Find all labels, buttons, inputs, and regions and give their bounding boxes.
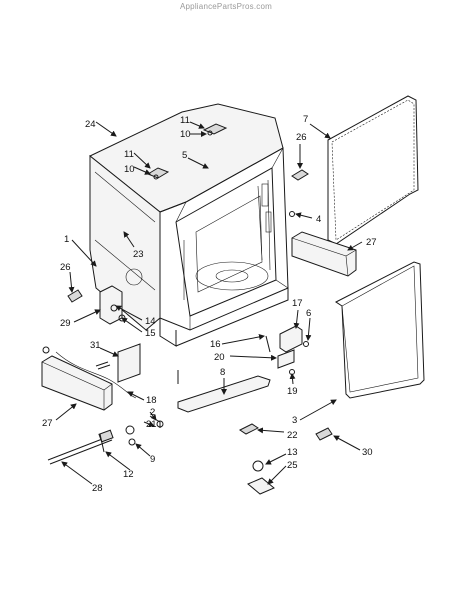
clip-part-26-left bbox=[67, 289, 83, 303]
bracket-part-17 bbox=[279, 325, 303, 353]
callout-4: 4 bbox=[316, 214, 321, 225]
watermark: AppliancePartsPros.com bbox=[180, 2, 272, 11]
callout-26-right: 26 bbox=[296, 132, 307, 143]
callout-9: 9 bbox=[150, 454, 155, 465]
callout-31: 31 bbox=[90, 340, 101, 351]
callout-15: 15 bbox=[145, 328, 156, 339]
callout-16: 16 bbox=[210, 339, 221, 350]
part-13 bbox=[252, 460, 264, 472]
callout-2: 2 bbox=[150, 407, 155, 418]
leader-lines bbox=[55, 121, 363, 485]
tub-side-seal bbox=[335, 261, 425, 399]
plate-part-20 bbox=[277, 349, 295, 369]
callout-26-left: 26 bbox=[60, 262, 71, 273]
callout-20: 20 bbox=[214, 352, 225, 363]
part-30 bbox=[315, 427, 333, 441]
door-gasket bbox=[327, 95, 419, 245]
callout-21: 21 bbox=[146, 419, 157, 430]
screw-part-16 bbox=[265, 335, 271, 353]
callout-22: 22 bbox=[287, 430, 298, 441]
callout-18: 18 bbox=[146, 395, 157, 406]
callout-28: 28 bbox=[92, 483, 103, 494]
insulation-block-right bbox=[291, 231, 357, 277]
callout-24: 24 bbox=[85, 119, 96, 130]
callout-5: 5 bbox=[182, 150, 187, 161]
callout-14: 14 bbox=[145, 316, 156, 327]
insulation-block-left bbox=[41, 355, 113, 411]
screw-part-4 bbox=[289, 211, 295, 217]
callout-13: 13 bbox=[287, 447, 298, 458]
front-bracket-parts bbox=[42, 285, 164, 428]
callout-7: 7 bbox=[303, 114, 308, 125]
callout-23: 23 bbox=[133, 249, 144, 260]
grommet-part-9 bbox=[125, 425, 135, 435]
callout-12: 12 bbox=[123, 469, 134, 480]
callout-25: 25 bbox=[287, 460, 298, 471]
callout-1: 1 bbox=[64, 234, 69, 245]
callout-27-left: 27 bbox=[42, 418, 53, 429]
callout-8: 8 bbox=[220, 367, 225, 378]
callout-29: 29 bbox=[60, 318, 71, 329]
screw-part-12 bbox=[99, 433, 105, 453]
callout-27-right: 27 bbox=[366, 237, 377, 248]
callout-10-left: 10 bbox=[124, 164, 135, 175]
top-mounting-bracket bbox=[146, 123, 228, 180]
rod-part-28 bbox=[47, 429, 114, 465]
callout-3: 3 bbox=[292, 415, 297, 426]
callout-6: 6 bbox=[306, 308, 311, 319]
callout-30: 30 bbox=[362, 447, 373, 458]
callout-11-top: 11 bbox=[180, 115, 190, 126]
callout-19: 19 bbox=[287, 386, 298, 397]
bracket-part-25 bbox=[247, 477, 275, 495]
callout-10-top: 10 bbox=[180, 129, 191, 140]
clip-part-22 bbox=[239, 423, 259, 435]
callout-11-left: 11 bbox=[124, 149, 134, 160]
tub-assembly bbox=[89, 103, 289, 347]
clip-part-26-right bbox=[291, 169, 309, 181]
callout-17: 17 bbox=[292, 298, 303, 309]
callout-labels: 24 11 10 11 10 5 7 26 4 27 1 23 26 29 14… bbox=[42, 114, 377, 494]
